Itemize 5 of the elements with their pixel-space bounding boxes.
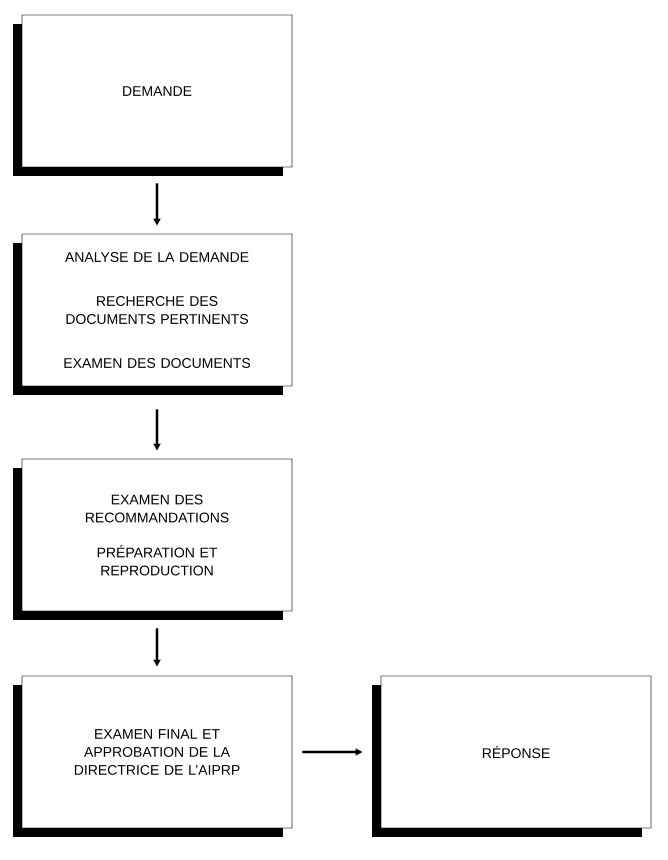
process-box: DEMANDE	[13, 14, 292, 176]
process-box: EXAMEN FINAL ET APPROBATION DE LA DIRECTRICE DE L’AIPRP	[13, 676, 292, 837]
process-box: ANALYSE DE LA DEMANDE RECHERCHE DES DOCUMENTS PERTINENTS EXAMEN DES DOCUMENTS	[13, 234, 292, 395]
process-box: RÉPONSE	[372, 676, 652, 837]
process-box: EXAMEN DES RECOMMANDATIONS PRÉPARATION ET REPRODUCTION	[13, 458, 292, 620]
